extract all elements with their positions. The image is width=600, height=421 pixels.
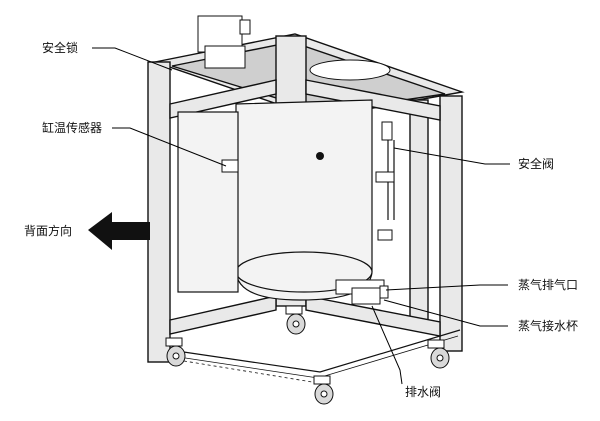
label-steam-water-cup: 蒸气接水杯: [518, 319, 579, 333]
label-safety-lock: 安全锁: [42, 41, 79, 55]
temp-sensor-part: [221, 159, 239, 173]
wheel-front-left: [165, 337, 186, 367]
label-back-direction: 背面方向: [24, 224, 73, 238]
back-direction-arrow: [88, 212, 150, 250]
leader-lines: [92, 47, 510, 385]
wheel-front-center: [285, 305, 306, 335]
label-safety-valve: 安全阀: [518, 157, 555, 171]
label-steam-exhaust: 蒸气排气口: [518, 278, 579, 292]
wheel-back-center: [313, 375, 334, 405]
label-drain-valve: 排水阀: [405, 385, 442, 399]
caster-wheels: [165, 305, 450, 405]
wheel-back-right: [427, 339, 450, 369]
label-tank-temp-sensor: 缸温传感器: [42, 121, 103, 135]
